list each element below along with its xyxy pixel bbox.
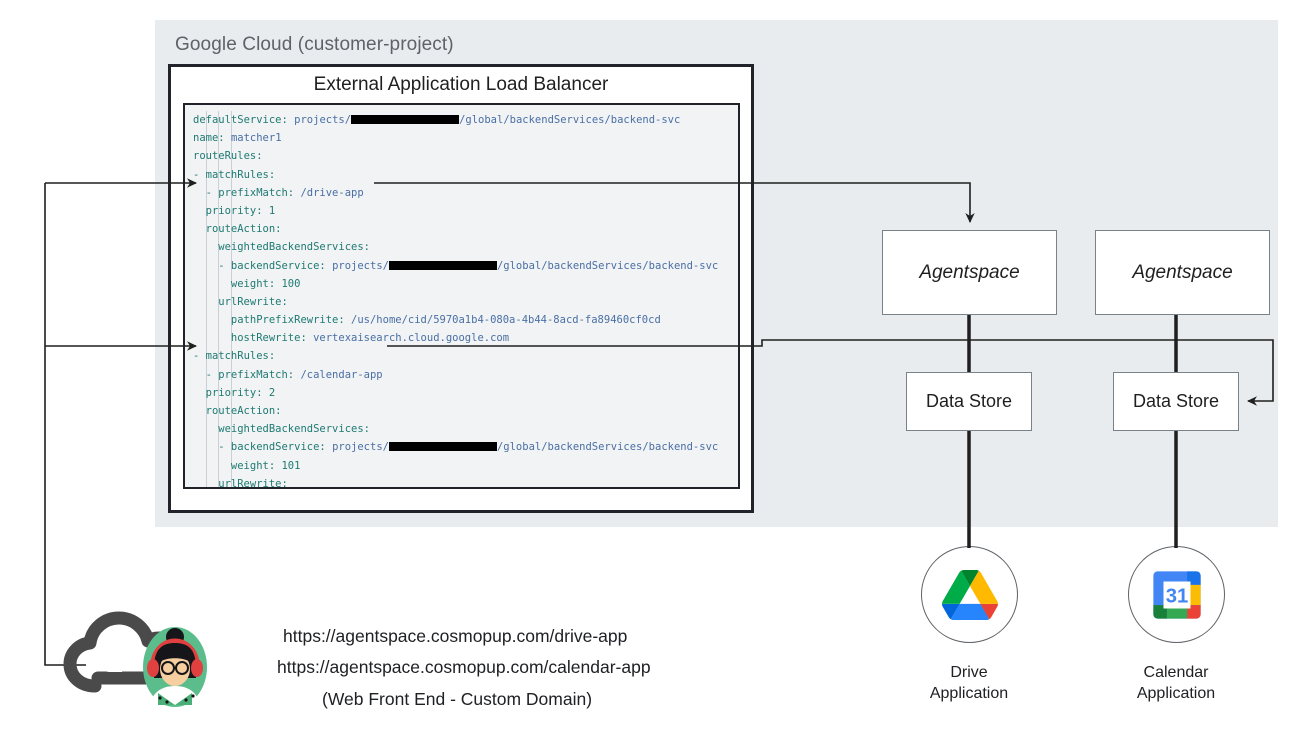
- code-token: routeRules:: [193, 150, 263, 163]
- data-store-box-2[interactable]: Data Store: [1113, 372, 1239, 431]
- code-line: - matchRules:: [193, 166, 738, 184]
- code-line: priority: 2: [193, 384, 738, 402]
- calendar-application-label: Calendar Application: [1086, 662, 1266, 704]
- agentspace-box-2[interactable]: Agentspace: [1095, 230, 1270, 315]
- code-line: urlRewrite:: [193, 293, 738, 311]
- cloud-icon: [63, 611, 186, 693]
- code-token: - backendService:: [218, 259, 333, 272]
- code-token: vertexaisearch.cloud.google.com: [313, 332, 510, 345]
- drive-application-icon-circle[interactable]: [921, 546, 1018, 643]
- code-token: projects/: [332, 259, 389, 272]
- code-token: routeAction:: [205, 405, 282, 417]
- code-line: hostRewrite: vertexaisearch.cloud.google…: [193, 329, 738, 347]
- calendar-app-url: https://agentspace.cosmopup.com/calendar…: [277, 657, 651, 677]
- code-line: weightedBackendServices:: [193, 420, 738, 438]
- code-indent-guide: [205, 111, 207, 487]
- code-line: weight: 100: [193, 275, 738, 293]
- web-front-end-note: (Web Front End - Custom Domain): [322, 689, 593, 709]
- code-token: projects/: [294, 114, 352, 126]
- code-line: defaultService: projects/ /global/backend…: [193, 111, 738, 129]
- code-token: urlRewrite:: [218, 295, 288, 308]
- code-token: /global/backendServices/backend-svc: [459, 114, 681, 126]
- code-line: - prefixMatch: /drive-app: [193, 184, 738, 202]
- drive-app-url: https://agentspace.cosmopup.com/drive-ap…: [283, 626, 628, 646]
- redacted-project-id: [388, 260, 497, 270]
- drive-application-label: Drive Application: [879, 662, 1059, 704]
- code-line: - matchRules:: [193, 347, 738, 365]
- code-token: defaultService:: [193, 114, 295, 126]
- code-line: - prefixMatch: /calendar-app: [193, 366, 738, 384]
- code-line: priority: 1: [193, 202, 738, 220]
- code-token: pathPrefixRewrite:: [230, 314, 352, 327]
- redacted-project-id: [388, 442, 497, 452]
- google-calendar-icon: 31: [1152, 570, 1201, 619]
- drive-application-label-line2: Application: [929, 685, 1009, 702]
- code-line: - backendService: projects/ /global/backe…: [193, 438, 738, 456]
- code-line: urlRewrite:: [193, 475, 738, 489]
- external-application-load-balancer-title: External Application Load Balancer: [313, 74, 609, 95]
- code-token: - matchRules:: [193, 168, 276, 181]
- code-token: 101: [281, 459, 301, 472]
- code-token: /us/home/cid/5970a1b4-080a-4b44-8acd-fa8…: [351, 314, 661, 327]
- redacted-project-id: [351, 115, 460, 124]
- calendar-application-icon-circle[interactable]: 31: [1128, 546, 1225, 643]
- code-token: weightedBackendServices:: [218, 423, 370, 436]
- code-token: 2: [268, 386, 276, 399]
- code-token: /global/backendServices/backend-svc: [496, 441, 719, 454]
- code-token: - prefixMatch:: [205, 186, 301, 199]
- code-token: - matchRules:: [193, 350, 276, 363]
- google-drive-icon: [941, 569, 998, 620]
- data-store-box-1[interactable]: Data Store: [906, 372, 1032, 431]
- code-line: pathPrefixRewrite: /us/home/cid/5970a1b4…: [193, 311, 738, 329]
- agentspace-box-1[interactable]: Agentspace: [882, 230, 1057, 315]
- code-line: routeRules:: [193, 147, 738, 165]
- code-line: weight: 101: [193, 457, 738, 475]
- code-token: weight:: [230, 277, 282, 290]
- url-map-yaml-code: defaultService: projects/ /global/backend…: [193, 111, 738, 489]
- calendar-day-number: 31: [1165, 585, 1188, 607]
- code-token: - prefixMatch:: [205, 368, 301, 381]
- code-line: weightedBackendServices:: [193, 238, 738, 256]
- calendar-application-label-line1: Calendar: [1143, 664, 1209, 681]
- code-token: - backendService:: [218, 441, 333, 454]
- code-token: matcher1: [230, 132, 282, 145]
- calendar-application-label-line2: Application: [1136, 685, 1216, 702]
- code-line: name: matcher1: [193, 129, 738, 147]
- code-token: priority:: [205, 386, 269, 399]
- code-token: weight:: [230, 459, 282, 472]
- code-line: routeAction:: [193, 402, 738, 420]
- code-token: name:: [193, 132, 231, 145]
- code-line: routeAction:: [193, 220, 738, 238]
- code-token: weightedBackendServices:: [218, 241, 370, 254]
- code-token: /global/backendServices/backend-svc: [496, 259, 719, 272]
- code-token: hostRewrite:: [230, 332, 314, 345]
- code-token: projects/: [332, 441, 389, 454]
- edge-left-spine: [44, 183, 86, 666]
- drive-application-label-line1: Drive: [950, 664, 988, 681]
- code-indent-guide: [230, 111, 232, 487]
- code-token: routeAction:: [205, 223, 282, 236]
- code-token: /calendar-app: [300, 368, 383, 381]
- code-token: 1: [268, 204, 276, 217]
- code-indent-guide: [218, 111, 220, 487]
- google-cloud-region-label: Google Cloud (customer-project): [175, 34, 454, 55]
- code-line: - backendService: projects/ /global/backe…: [193, 257, 738, 275]
- code-token: /drive-app: [300, 186, 364, 199]
- code-token: urlRewrite:: [218, 477, 288, 489]
- code-token: priority:: [205, 204, 269, 217]
- url-map-yaml-code-block: defaultService: projects/ /global/backend…: [183, 103, 740, 489]
- code-token: 100: [281, 277, 301, 290]
